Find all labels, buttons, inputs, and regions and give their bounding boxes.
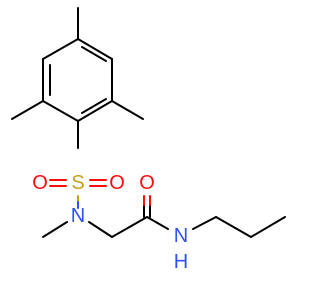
chemical-structure-diagram: S O O N O N H (11, 7, 286, 273)
sulfur-atom-label: S (71, 172, 84, 194)
ch2-to-carbonyl-bond (111, 216, 148, 238)
amide-nitrogen-label: N (174, 225, 188, 247)
n-methyl-bond (42, 221, 68, 238)
sulfonamide-nitrogen-label: N (71, 205, 85, 227)
propyl-bond-3 (250, 216, 286, 238)
carbonyl-oxygen-label: O (139, 172, 155, 194)
carbonyl-double-bond (143, 195, 151, 218)
ring-bond (42, 38, 79, 60)
ring-bond (77, 38, 113, 60)
ring-bond (42, 100, 79, 122)
ortho-methyl-right-bond (111, 100, 144, 120)
ortho-methyl-left-bond (11, 100, 44, 120)
amide-n-to-propyl-bond (192, 216, 217, 230)
sulfonyl-oxygen-right-label: O (109, 172, 125, 194)
ring-double-bond-inner (81, 46, 107, 62)
sulfonyl-double-bond-right (89, 179, 107, 187)
sulfonyl-double-bond-left (49, 179, 67, 187)
amide-hydrogen-label: H (174, 251, 188, 273)
benzene-ring (42, 38, 113, 122)
n-to-ch2-bond (88, 221, 113, 238)
ring-bond (77, 100, 113, 122)
sulfonyl-oxygen-left-label: O (32, 172, 48, 194)
propyl-bond-2 (215, 216, 252, 238)
ring-double-bond-inner (81, 98, 107, 114)
carbonyl-to-amide-n-bond (146, 216, 169, 230)
